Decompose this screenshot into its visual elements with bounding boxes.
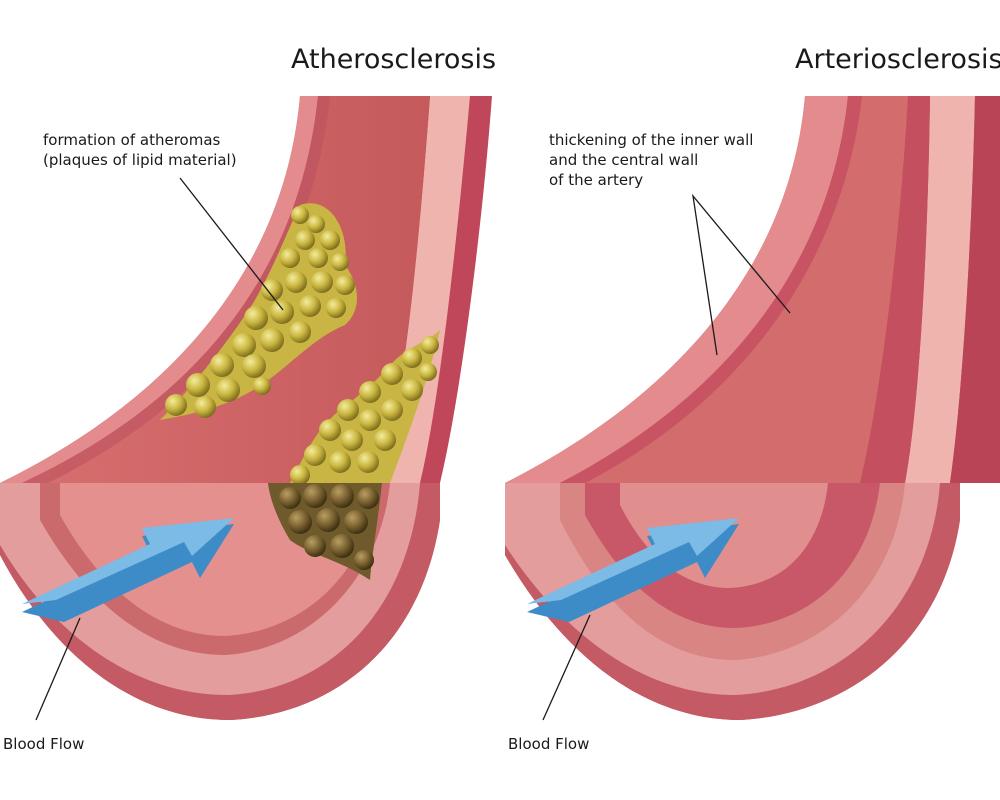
blood-flow-arrow-left <box>22 518 234 622</box>
annotation-line: (plaques of lipid material) <box>43 151 237 169</box>
leader-line-atheroma <box>179 177 284 311</box>
title-atherosclerosis: Atherosclerosis <box>291 44 497 75</box>
title-arteriosclerosis: Arteriosclerosis <box>795 44 1000 75</box>
thickened-wall-right <box>860 96 930 483</box>
annotation-wall-thickening: thickening of the inner wall and the cen… <box>549 130 753 190</box>
plaque-lower <box>290 330 440 483</box>
artery-lumen-narrowed <box>585 96 908 483</box>
label-blood-flow-right: Blood Flow <box>508 735 590 753</box>
annotation-line: thickening of the inner wall <box>549 131 754 149</box>
leader-line-flow-left <box>35 617 81 721</box>
annotation-line: of the artery <box>549 171 644 189</box>
atherosclerosis-artery <box>0 96 492 720</box>
arteriosclerosis-artery <box>505 96 1000 720</box>
leader-line-flow-right <box>542 614 591 721</box>
thickened-wall-left <box>505 96 848 483</box>
label-blood-flow-left: Blood Flow <box>3 735 85 753</box>
leader-lines <box>35 177 791 721</box>
leader-line-wall-thickening <box>692 193 791 356</box>
annotation-atheromas: formation of atheromas (plaques of lipid… <box>43 130 237 170</box>
annotation-line: formation of atheromas <box>43 131 221 149</box>
annotation-line: and the central wall <box>549 151 699 169</box>
artery-lumen <box>22 96 430 483</box>
blood-flow-arrow-right <box>527 518 739 622</box>
